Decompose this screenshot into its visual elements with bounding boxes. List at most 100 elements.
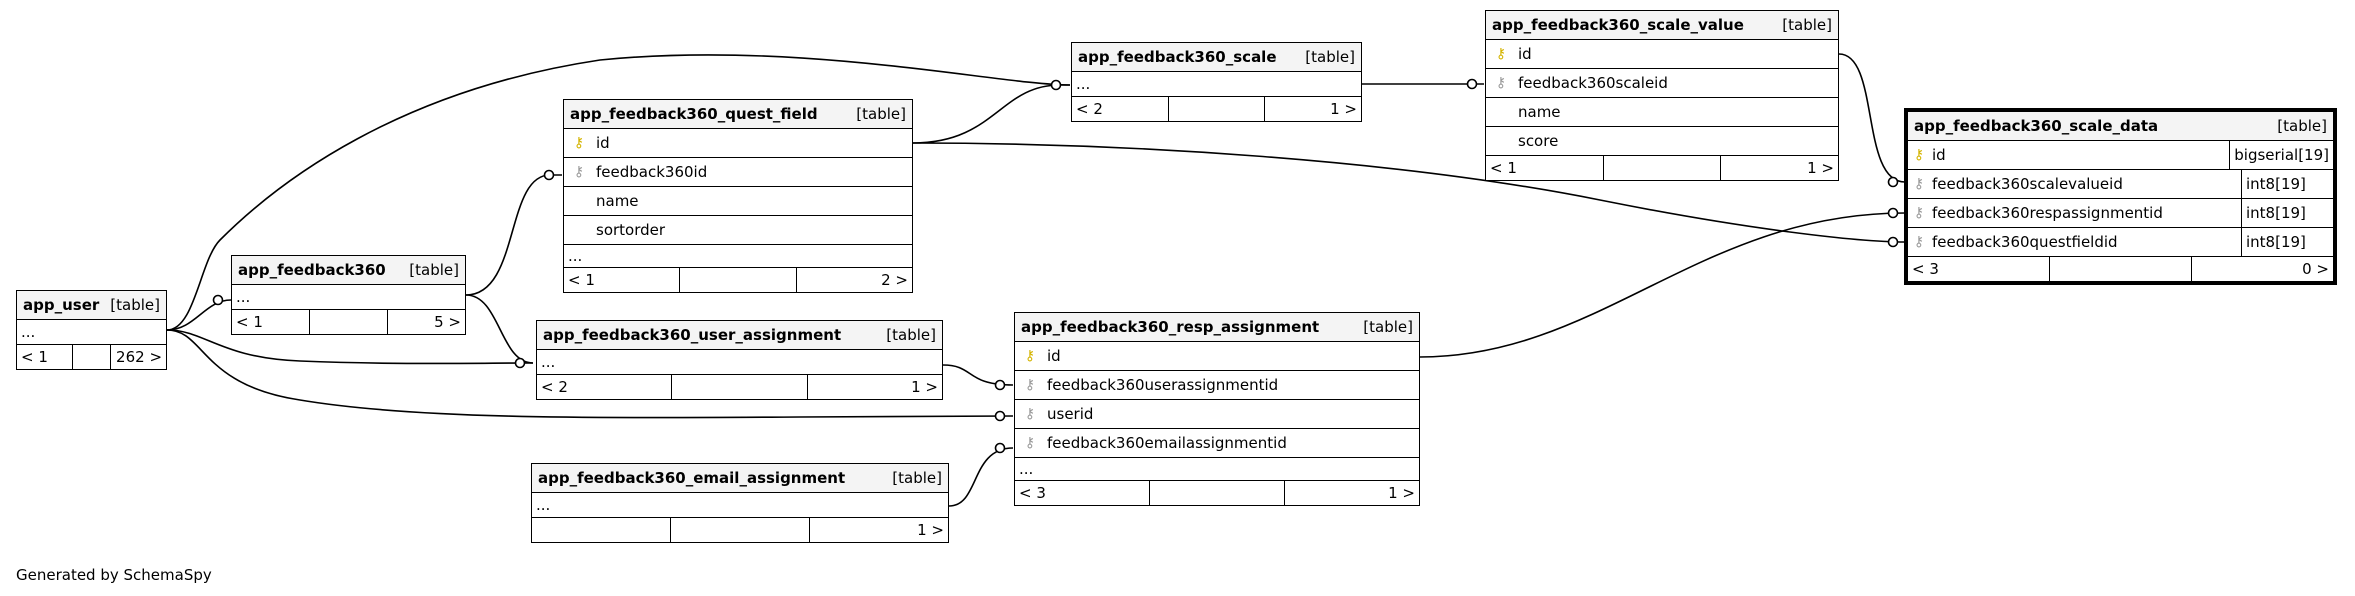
- child-count: 1 >: [809, 518, 948, 542]
- column-name: ...: [1019, 460, 1034, 478]
- foreign-key-icon: ⚷: [1024, 435, 1036, 451]
- column-row: ⚷ feedback360scaleid: [1486, 69, 1838, 98]
- column-name: ...: [568, 247, 583, 265]
- column-name: ...: [536, 496, 551, 514]
- table-header: app_feedback360_resp_assignment [table]: [1015, 313, 1419, 342]
- foreign-key-icon: ⚷: [1495, 75, 1507, 91]
- table-kind: [table]: [1782, 16, 1832, 34]
- parent-count: < 1: [236, 313, 263, 331]
- primary-key-icon: ⚷: [1024, 348, 1036, 364]
- parent-count: < 3: [1912, 260, 1939, 278]
- parent-count: < 1: [568, 271, 595, 289]
- table-name: app_feedback360_resp_assignment: [1021, 318, 1320, 336]
- foreign-key-icon: ⚷: [1913, 234, 1925, 250]
- child-count: 0 >: [2191, 257, 2333, 281]
- column-row: ⚷feedback360userassignmentid: [1015, 371, 1419, 400]
- column-row: sortorder: [564, 216, 912, 245]
- table-footer: < 3 0 >: [1908, 257, 2333, 281]
- foreign-key-icon: ⚷: [1024, 406, 1036, 422]
- column-row: ⚷ id bigserial[19]: [1908, 141, 2333, 170]
- column-name: ...: [21, 323, 36, 341]
- column-type: int8[19]: [2241, 228, 2333, 256]
- table-name: app_user: [23, 296, 100, 314]
- column-name: feedback360respassignmentid: [1932, 204, 2163, 222]
- foreign-key-icon: ⚷: [573, 164, 585, 180]
- column-row: ⚷ id: [564, 129, 912, 158]
- table-header: app_feedback360_scale_value[table]: [1486, 11, 1838, 40]
- table-header: app_user[table]: [17, 291, 166, 320]
- column-type: int8[19]: [2241, 170, 2333, 198]
- column-row: ⚷ feedback360emailassignmentid: [1015, 429, 1419, 458]
- column-row: ...: [564, 245, 912, 268]
- table-kind: [table]: [409, 261, 459, 279]
- parent-count: < 1: [1490, 159, 1517, 177]
- column-type: bigserial[19]: [2229, 141, 2333, 169]
- table-name: app_feedback360_scale_data: [1914, 117, 2159, 135]
- column-row: ...: [17, 320, 166, 345]
- parent-count: < 2: [541, 378, 568, 396]
- parent-count: < 1: [21, 348, 48, 366]
- table-app-feedback360-user-assignment[interactable]: app_feedback360_user_assignment [table] .…: [536, 320, 943, 400]
- column-row: ⚷id: [1486, 40, 1838, 69]
- child-count: 1 >: [1720, 156, 1838, 180]
- rel-feedback360-quest-field: [465, 174, 562, 296]
- table-name: app_feedback360: [238, 261, 386, 279]
- column-name: id: [1932, 146, 1946, 164]
- column-name: ...: [541, 353, 556, 371]
- foreign-key-icon: ⚷: [1913, 176, 1925, 192]
- column-row: ⚷feedback360id: [564, 158, 912, 187]
- table-kind: [table]: [2277, 117, 2327, 135]
- table-kind: [table]: [886, 326, 936, 344]
- table-app-feedback360-email-assignment[interactable]: app_feedback360_email_assignment[table] …: [531, 463, 949, 543]
- table-kind: [table]: [892, 469, 942, 487]
- column-row: ...: [232, 285, 465, 310]
- table-header: app_feedback360_scale[table]: [1072, 43, 1361, 72]
- table-kind: [table]: [1305, 48, 1355, 66]
- rel-resp-assignment-scale-data: [1419, 212, 1906, 358]
- table-name: app_feedback360_user_assignment: [543, 326, 842, 344]
- column-row: score: [1486, 127, 1838, 156]
- column-name: ...: [1076, 75, 1091, 93]
- table-name: app_feedback360_email_assignment: [538, 469, 846, 487]
- primary-key-icon: ⚷: [1913, 147, 1925, 163]
- table-app-feedback360-resp-assignment[interactable]: app_feedback360_resp_assignment [table] ⚷…: [1014, 312, 1420, 506]
- table-header: app_feedback360_scale_data [table]: [1908, 112, 2333, 141]
- column-name: ...: [236, 288, 251, 306]
- table-header: app_feedback360_user_assignment [table]: [537, 321, 942, 350]
- table-app-feedback360-quest-field[interactable]: app_feedback360_quest_field[table] ⚷id ⚷…: [563, 99, 913, 293]
- column-row: name: [1486, 98, 1838, 127]
- child-count: 5 >: [387, 310, 465, 334]
- column-row: ⚷id: [1015, 342, 1419, 371]
- column-row: name: [564, 187, 912, 216]
- table-app-feedback360[interactable]: app_feedback360 [table] ... < 1 5 >: [231, 255, 466, 335]
- child-count: 2 >: [795, 268, 912, 292]
- generated-by-label: Generated by SchemaSpy: [16, 566, 212, 584]
- table-kind: [table]: [1363, 318, 1413, 336]
- column-name: sortorder: [596, 221, 666, 239]
- child-count: 1 >: [1264, 97, 1361, 121]
- column-name: name: [596, 192, 639, 210]
- table-app-feedback360-scale-value[interactable]: app_feedback360_scale_value[table] ⚷id ⚷…: [1485, 10, 1839, 181]
- column-name: feedback360scaleid: [1518, 74, 1668, 92]
- column-name: feedback360scalevalueid: [1932, 175, 2123, 193]
- rel-quest-field-scale-data: [912, 142, 1906, 243]
- table-footer: < 1 2 >: [564, 268, 912, 292]
- column-name: feedback360emailassignmentid: [1047, 434, 1287, 452]
- primary-key-icon: ⚷: [573, 135, 585, 151]
- table-footer: 1 >: [532, 518, 948, 542]
- column-name: score: [1518, 132, 1559, 150]
- column-name: id: [596, 134, 610, 152]
- column-row: ⚷ feedback360scalevalueid int8[19]: [1908, 170, 2333, 199]
- table-app-feedback360-scale-data[interactable]: app_feedback360_scale_data [table] ⚷ id big…: [1904, 108, 2337, 285]
- table-kind: [table]: [856, 105, 906, 123]
- rel-quest-field-scale: [912, 84, 1070, 144]
- column-row: ...: [532, 493, 948, 518]
- rel-user-scale: [166, 54, 1071, 331]
